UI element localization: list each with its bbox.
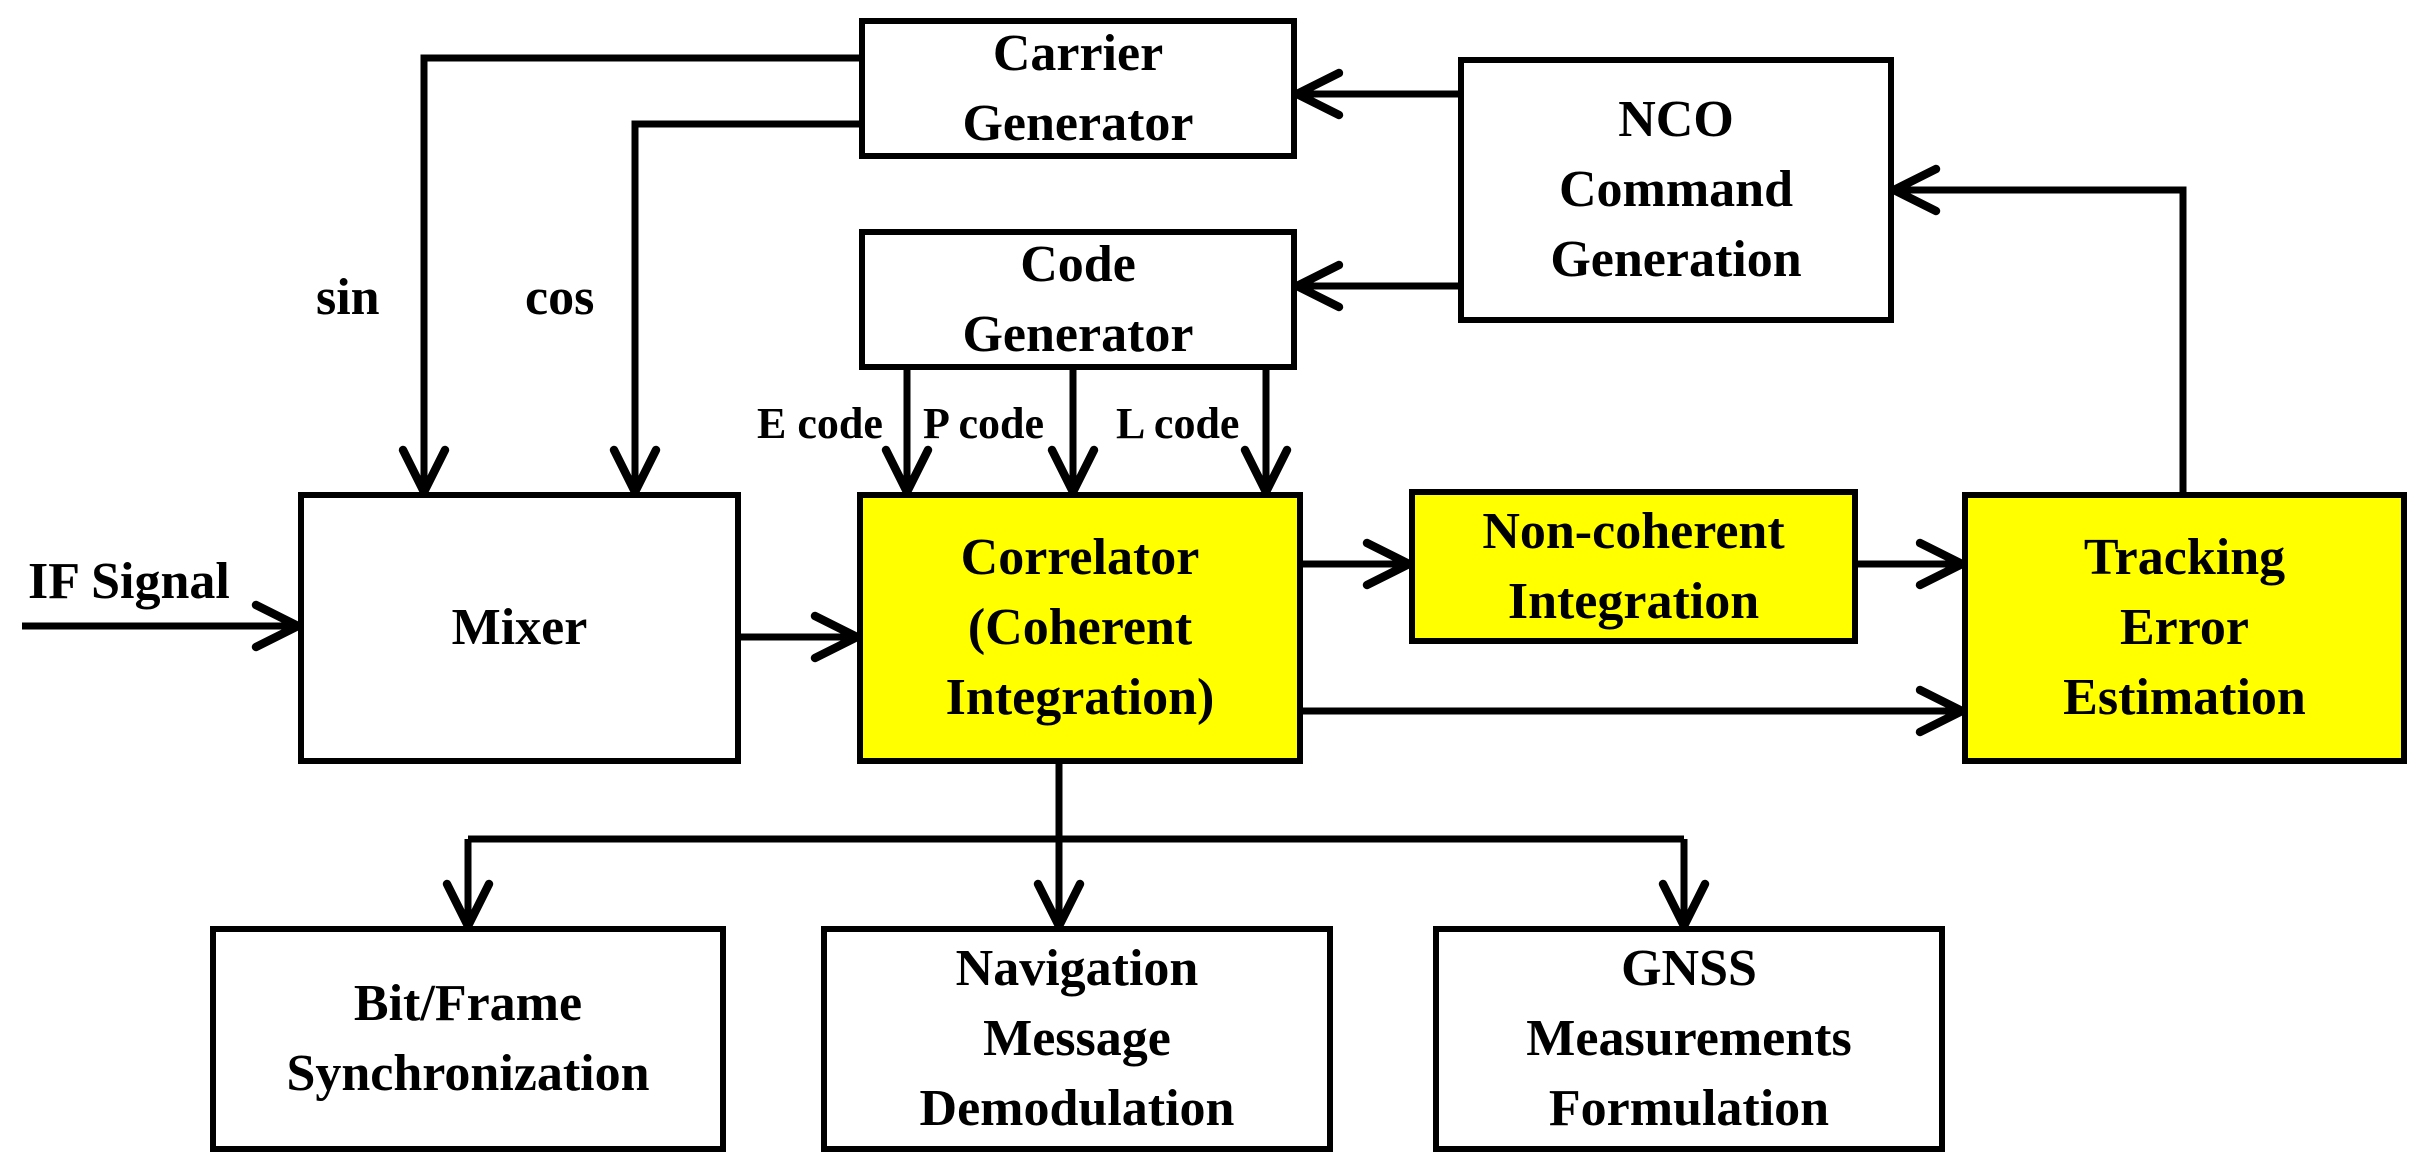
- gnss-line-2: Measurements: [1526, 1010, 1852, 1067]
- arrow-tracking-to-nco: [1889, 164, 2187, 492]
- code-generator-line-1: Code: [1020, 235, 1136, 293]
- nav-message-line-1: Navigation: [955, 940, 1199, 997]
- sin-label: sin: [316, 269, 380, 326]
- correlator-line-1: Correlator: [960, 529, 1200, 586]
- non-coherent-line-1: Non-coherent: [1482, 502, 1785, 560]
- nco-command-generation-block: NCO Command Generation: [1458, 57, 1894, 323]
- mixer-label: Mixer: [451, 599, 588, 656]
- carrier-generator-line-1: Carrier: [992, 24, 1164, 82]
- arrow-sin-to-mixer: [398, 54, 859, 497]
- navigation-message-demodulation-block: Navigation Message Demodulation: [821, 926, 1333, 1152]
- cos-label: cos: [525, 269, 595, 326]
- nco-line-1: NCO: [1618, 91, 1734, 148]
- bit-frame-synchronization-block: Bit/Frame Synchronization: [210, 926, 726, 1152]
- nco-line-3: Generation: [1550, 231, 1802, 288]
- bit-frame-line-2: Synchronization: [286, 1045, 650, 1102]
- code-generator-line-2: Generator: [962, 305, 1194, 363]
- mixer-block: Mixer: [298, 492, 741, 764]
- carrier-generator-block: Carrier Generator: [859, 18, 1297, 159]
- nav-message-line-2: Message: [983, 1010, 1171, 1067]
- correlator-block: Correlator (Coherent Integration): [857, 492, 1303, 764]
- arrow-cos-to-mixer: [609, 120, 859, 497]
- non-coherent-integration-block: Non-coherent Integration: [1409, 489, 1858, 644]
- l-code-label: L code: [1116, 399, 1240, 448]
- p-code-label: P code: [923, 399, 1044, 448]
- carrier-generator-line-2: Generator: [962, 94, 1194, 152]
- gnss-line-3: Formulation: [1548, 1080, 1830, 1137]
- tracking-line-2: Error: [2120, 599, 2249, 656]
- gnss-line-1: GNSS: [1621, 940, 1757, 997]
- correlator-line-3: Integration): [945, 669, 1215, 726]
- if-signal-label: IF Signal: [28, 553, 230, 610]
- code-generator-block: Code Generator: [859, 229, 1297, 370]
- tracking-error-estimation-block: Tracking Error Estimation: [1962, 492, 2407, 764]
- correlator-line-2: (Coherent: [967, 599, 1193, 656]
- tracking-line-1: Tracking: [2083, 529, 2286, 586]
- nav-message-line-3: Demodulation: [919, 1080, 1235, 1137]
- bit-frame-line-1: Bit/Frame: [353, 975, 583, 1032]
- tracking-line-3: Estimation: [2063, 669, 2306, 726]
- gnss-measurements-formulation-block: GNSS Measurements Formulation: [1433, 926, 1945, 1152]
- non-coherent-line-2: Integration: [1507, 572, 1760, 630]
- nco-line-2: Command: [1558, 161, 1794, 218]
- e-code-label: E code: [757, 399, 883, 448]
